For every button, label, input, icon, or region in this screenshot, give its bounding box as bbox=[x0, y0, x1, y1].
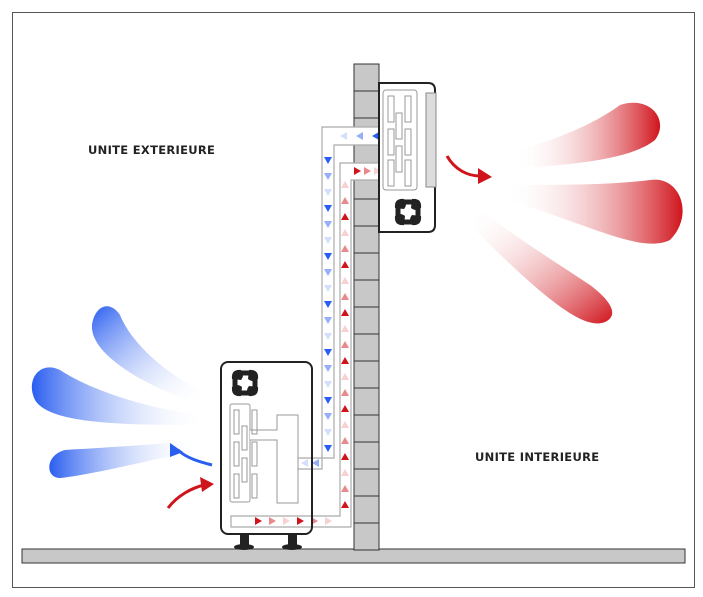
air-intake-arrow-icon bbox=[166, 483, 205, 509]
flow-arrows bbox=[255, 132, 381, 525]
flow-arrow-icon bbox=[341, 501, 349, 508]
flow-arrow-icon bbox=[324, 317, 332, 324]
flow-arrow-icon bbox=[372, 132, 379, 140]
flow-arrow-icon bbox=[301, 459, 308, 467]
flow-arrow-icon bbox=[324, 429, 332, 436]
flow-arrow-icon bbox=[324, 221, 332, 228]
flow-arrow-icon bbox=[324, 365, 332, 372]
flow-arrow-icon bbox=[341, 469, 349, 476]
flow-arrow-icon bbox=[297, 517, 304, 525]
flow-arrow-icon bbox=[341, 437, 349, 444]
flow-arrow-icon bbox=[341, 213, 349, 220]
indoor-unit-label: UNITE INTERIEURE bbox=[475, 450, 600, 464]
flow-arrow-icon bbox=[341, 229, 349, 236]
flow-arrow-icon bbox=[324, 253, 332, 260]
cold-air-arrow-icon bbox=[176, 448, 213, 467]
air-grille bbox=[425, 92, 437, 188]
flow-arrow-icon bbox=[255, 517, 262, 525]
outdoor-unit bbox=[220, 361, 313, 550]
flow-arrow-icon bbox=[324, 381, 332, 388]
flow-arrow-icon bbox=[324, 445, 332, 452]
flow-arrow-icon bbox=[341, 245, 349, 252]
fan-icon bbox=[231, 369, 259, 397]
flow-arrow-icon bbox=[374, 167, 381, 175]
flow-arrow-icon bbox=[324, 189, 332, 196]
flow-arrow-icon bbox=[324, 333, 332, 340]
flow-arrow-icon bbox=[356, 132, 363, 140]
flow-arrow-icon bbox=[364, 167, 371, 175]
flow-arrow-icon bbox=[269, 517, 276, 525]
flow-arrow-icon bbox=[325, 517, 332, 525]
flow-arrow-icon bbox=[283, 517, 290, 525]
hot-air-arrow-icon bbox=[445, 155, 481, 178]
flow-arrow-icon bbox=[312, 459, 319, 467]
flow-arrow-icon bbox=[341, 341, 349, 348]
flow-arrow-icon bbox=[341, 181, 349, 188]
flow-arrow-icon bbox=[341, 405, 349, 412]
flow-arrow-icon bbox=[324, 157, 332, 164]
frame-border bbox=[12, 12, 695, 588]
flow-arrow-icon bbox=[341, 309, 349, 316]
flow-arrow-icon bbox=[341, 357, 349, 364]
flow-arrow-icon bbox=[354, 167, 361, 175]
hot-air-plumes bbox=[470, 102, 683, 324]
fan-icon bbox=[394, 198, 422, 226]
flow-arrow-icon bbox=[324, 349, 332, 356]
flow-arrow-icon bbox=[341, 325, 349, 332]
flow-arrow-icon bbox=[324, 173, 332, 180]
flow-arrow-icon bbox=[341, 485, 349, 492]
flow-arrow-icon bbox=[324, 285, 332, 292]
flow-arrow-icon bbox=[324, 301, 332, 308]
flow-arrow-icon bbox=[324, 205, 332, 212]
indoor-unit bbox=[378, 82, 437, 233]
flow-arrow-icon bbox=[324, 397, 332, 404]
flow-arrow-icon bbox=[341, 277, 349, 284]
outdoor-unit-label: UNITE EXTERIEURE bbox=[88, 143, 216, 157]
ground bbox=[21, 548, 686, 564]
flow-arrow-icon bbox=[324, 413, 332, 420]
flow-arrow-icon bbox=[324, 237, 332, 244]
flow-arrow-icon bbox=[324, 269, 332, 276]
flow-arrow-icon bbox=[341, 293, 349, 300]
flow-arrow-icon bbox=[341, 453, 349, 460]
flow-arrow-icon bbox=[340, 132, 347, 140]
flow-arrow-icon bbox=[341, 389, 349, 396]
flow-arrow-icon bbox=[341, 373, 349, 380]
cold-air-plumes bbox=[31, 306, 206, 478]
flow-arrow-icon bbox=[341, 197, 349, 204]
flow-arrow-icon bbox=[341, 421, 349, 428]
flow-arrow-icon bbox=[341, 261, 349, 268]
